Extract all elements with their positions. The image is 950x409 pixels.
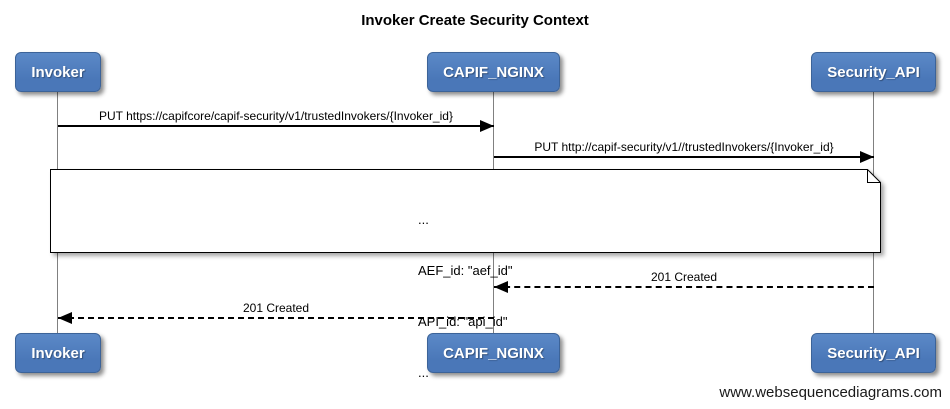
actor-security-api-bottom: Security_API [811, 333, 936, 373]
note-line: API_id: "api_id" [418, 314, 508, 329]
note-box [50, 169, 881, 253]
actor-invoker-bottom: Invoker [15, 333, 101, 373]
watermark-text: www.websequencediagrams.com [719, 384, 942, 401]
diagram-title: Invoker Create Security Context [361, 12, 589, 29]
arrowhead-left-icon [58, 312, 72, 324]
actor-security-api-top: Security_API [811, 52, 936, 92]
actor-invoker-top: Invoker [15, 52, 101, 92]
arrowhead-right-icon [480, 120, 494, 132]
note-line: ... [418, 365, 429, 380]
message-label: PUT http://capif-security/v1//trustedInv… [534, 140, 834, 154]
message-line [58, 317, 494, 319]
message-line [494, 286, 874, 288]
actor-capif-nginx-bottom: CAPIF_NGINX [427, 333, 560, 373]
note-line: AEF_id: "aef_id" [418, 263, 513, 278]
message-label: PUT https://capifcore/capif-security/v1/… [99, 109, 453, 123]
note-line: ... [418, 212, 429, 227]
message-line [58, 125, 494, 127]
actor-capif-nginx-top: CAPIF_NGINX [427, 52, 560, 92]
note-content: ... AEF_id: "aef_id" API_id: "api_id" ..… [418, 177, 513, 409]
arrowhead-right-icon [860, 151, 874, 163]
message-line [494, 156, 874, 158]
message-label: 201 Created [650, 270, 718, 284]
arrowhead-left-icon [494, 281, 508, 293]
message-label: 201 Created [242, 301, 310, 315]
